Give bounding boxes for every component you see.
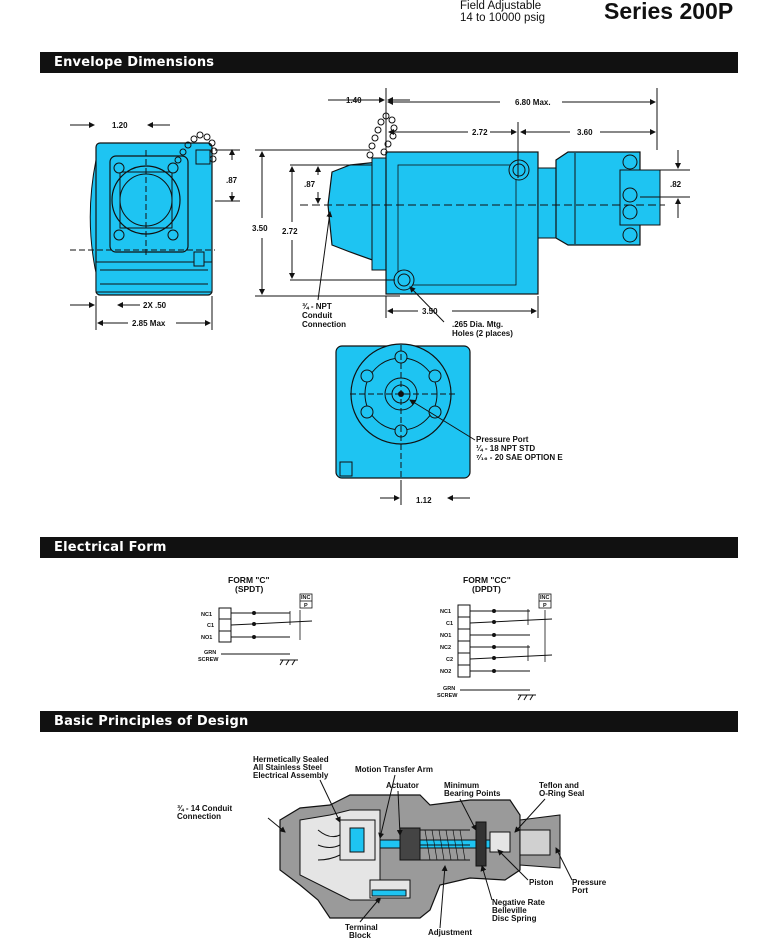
pressure-port-view [335, 343, 471, 480]
form-cc-nc1: NC1 [440, 609, 451, 615]
form-c-subtitle: (SPDT) [235, 584, 264, 594]
holes-note-1: .265 Dia. Mtg. [452, 320, 503, 329]
dim-1-20: 1.20 [112, 121, 128, 130]
form-cc-screw: SCREW [437, 693, 458, 699]
form-c-c1: C1 [207, 623, 214, 629]
dim-2-72-vertical: 2.72 [282, 227, 298, 236]
form-cc-nc2: NC2 [440, 645, 451, 651]
label-negative-2: Belleville [492, 906, 527, 915]
form-cc-subtitle: (DPDT) [472, 584, 501, 594]
switch-side-view [300, 112, 665, 295]
conduit-note-3: Connection [302, 320, 346, 329]
dim-3-50-horizontal: 3.50 [422, 307, 438, 316]
dim-3-50-vertical: 3.50 [252, 224, 268, 233]
form-c-nc1: NC1 [201, 612, 212, 618]
label-conduit-2: Connection [177, 812, 221, 821]
form-c-no1: NO1 [201, 635, 212, 641]
dim-6-80-max: 6.80 Max. [515, 98, 551, 107]
dim-1-12: 1.12 [416, 496, 432, 505]
envelope-dimensions-drawing: 1.20 .87 2X .50 2.85 Max [70, 88, 690, 505]
label-actuator: Actuator [386, 781, 419, 790]
label-hermetic-3: Electrical Assembly [253, 771, 329, 780]
form-c-title: FORM "C" [228, 575, 270, 585]
electrical-form-drawing: FORM "C" (SPDT) INC P NC1 C1 NO1 GRN SCR… [198, 575, 553, 701]
dim-2x-50: 2X .50 [143, 301, 167, 310]
dim-82: .82 [670, 180, 682, 189]
form-cc-inc: INC [540, 595, 550, 601]
label-negative-3: Disc Spring [492, 914, 537, 923]
label-piston: Piston [529, 878, 554, 887]
header-line-1: Field Adjustable [460, 0, 542, 12]
form-cc-c1: C1 [446, 621, 453, 627]
form-cc-no2: NO2 [440, 669, 451, 675]
form-cc-c2: C2 [446, 657, 453, 663]
port-note-3: ⁷⁄₁₆ - 20 SAE OPTION E [476, 453, 563, 462]
holes-note-2: Holes (2 places) [452, 329, 513, 338]
series-title: Series 200P [604, 0, 734, 24]
dim-2-72-top: 2.72 [472, 128, 488, 137]
label-pressure-port-1: Pressure [572, 878, 607, 887]
switch-end-view [70, 131, 218, 296]
label-minimum-2: Bearing Points [444, 789, 501, 798]
form-cc-p: P [543, 603, 547, 609]
form-cc-diagram: FORM "CC" (DPDT) INC P NC1 C1 NO1 NC2 C2… [437, 575, 553, 701]
form-cc-title: FORM "CC" [463, 575, 511, 585]
dim-1-40: 1.40 [346, 96, 362, 105]
form-c-screw: SCREW [198, 657, 219, 663]
label-pressure-port-2: Port [572, 886, 588, 895]
label-terminal-2: Block [349, 931, 371, 940]
conduit-note-1: ¾ - NPT [302, 302, 332, 311]
label-minimum-1: Minimum [444, 781, 479, 790]
label-hermetic-2: All Stainless Steel [253, 763, 322, 772]
header-subtitle: Field Adjustable 14 to 10000 psig [460, 0, 545, 24]
form-c-p: P [304, 603, 308, 609]
section-basic-principles: Basic Principles of Design [40, 711, 738, 732]
port-note-2: ¼ - 18 NPT STD [476, 444, 535, 453]
label-hermetic-1: Hermetically Sealed [253, 755, 329, 764]
form-c-grn: GRN [204, 650, 216, 656]
form-c-diagram: FORM "C" (SPDT) INC P NC1 C1 NO1 GRN SCR… [198, 575, 313, 666]
conduit-note-2: Conduit [302, 311, 333, 320]
cutaway-body [279, 794, 561, 919]
label-teflon-1: Teflon and [539, 781, 579, 790]
dim-2-85-max: 2.85 Max [132, 319, 166, 328]
label-negative-1: Negative Rate [492, 898, 545, 907]
section-envelope-dimensions: Envelope Dimensions [40, 52, 738, 73]
dim-87-side: .87 [304, 180, 316, 189]
dim-3-60: 3.60 [577, 128, 593, 137]
header-line-2: 14 to 10000 psig [460, 12, 546, 24]
form-cc-grn: GRN [443, 686, 455, 692]
section-electrical-form: Electrical Form [40, 537, 738, 558]
label-conduit-1: ¾ - 14 Conduit [177, 804, 232, 813]
label-teflon-2: O-Ring Seal [539, 789, 584, 798]
label-motion-arm: Motion Transfer Arm [355, 765, 433, 774]
form-c-inc: INC [301, 595, 311, 601]
design-cutaway-drawing: Hermetically Sealed All Stainless Steel … [177, 755, 607, 940]
label-terminal-1: Terminal [345, 923, 378, 932]
port-note-1: Pressure Port [476, 435, 529, 444]
label-adjustment: Adjustment [428, 928, 472, 937]
form-cc-no1: NO1 [440, 633, 451, 639]
dim-87-left: .87 [226, 176, 238, 185]
